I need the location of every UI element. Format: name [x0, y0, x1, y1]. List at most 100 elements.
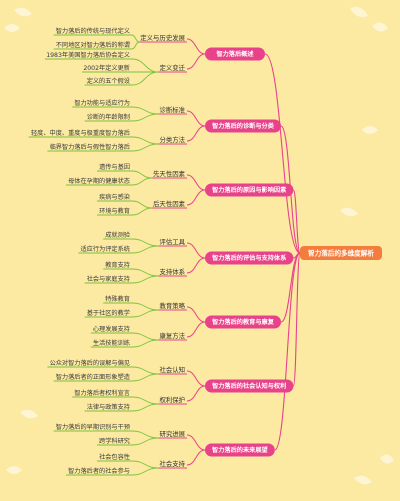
branch-pill: [205, 47, 265, 61]
branch-connector: [186, 306, 206, 323]
leaf-label[interactable]: 母体在孕期的健康状态: [68, 177, 130, 185]
leaf-connector: [131, 71, 159, 86]
branch-connector: [186, 125, 206, 142]
leaf-label[interactable]: 轻度、中度、重度与极重度智力落后: [31, 129, 130, 137]
connector-lines: [28, 34, 301, 476]
branch-node[interactable]: 智力落后的原因与影响因素: [205, 183, 294, 197]
leaf-connector: [131, 396, 159, 405]
branch-node[interactable]: 智力落后的未来展望: [205, 443, 275, 457]
branch-connector: [186, 449, 206, 466]
subtopic-label[interactable]: 定义变迁: [159, 63, 185, 72]
leaf-label[interactable]: 智力落后者权利宣言: [74, 389, 130, 397]
leaf-connector: [131, 106, 159, 115]
subtopic-label[interactable]: 权利保护: [159, 395, 185, 404]
leaf-label[interactable]: 智力落后者的正面形象塑造: [56, 373, 130, 381]
subtopic-label[interactable]: 诊断标准: [159, 105, 185, 114]
leaf-label[interactable]: 特殊教育: [105, 295, 130, 303]
leaf-decoration: [380, 454, 394, 464]
subtopic-label[interactable]: 定义与历史发展: [140, 33, 185, 42]
leaf-label[interactable]: 遗传与基因: [99, 163, 130, 171]
leaf-label[interactable]: 教育支持: [105, 261, 130, 269]
branch-label: 智力落后的诊断与分类: [211, 122, 275, 130]
leaf-label[interactable]: 诊断的年龄限制: [87, 113, 130, 121]
branch-connector: [186, 321, 206, 338]
branch-node[interactable]: 智力落后的社会认知与权利: [205, 379, 294, 393]
nodes: 智力落后的多维度解析 智力落后概述 定义与历史发展 智力落后的传统与现代定义不同地区对…: [31, 27, 382, 475]
leaf-connector: [131, 332, 159, 341]
branch-pill: [205, 379, 294, 393]
leaf-label[interactable]: 基于社区的教学: [87, 309, 130, 317]
leaf-label[interactable]: 疾病与感染: [99, 193, 130, 201]
leaf-label[interactable]: 1983年美国智力落后协会定义: [46, 51, 130, 59]
leaf-label[interactable]: 智力落后者的社会参与: [68, 467, 130, 475]
leaf-connector: [131, 430, 159, 439]
subtopic-label[interactable]: 康复方法: [159, 331, 185, 340]
subtopic-label[interactable]: 评估工具: [159, 237, 185, 246]
leaf-label[interactable]: 环境与教育: [99, 207, 130, 215]
leaf-decoration: [20, 409, 38, 419]
branch-node[interactable]: 智力落后的评估与支持体系: [205, 251, 294, 265]
subtopic-label[interactable]: 分类方法: [159, 135, 185, 144]
subtopic-label[interactable]: 教育策略: [159, 301, 185, 310]
root-node-box: [300, 246, 382, 260]
leaf-connector: [131, 238, 159, 247]
root-connector: [292, 189, 301, 254]
branch-label: 智力落后的评估与支持体系: [211, 254, 286, 262]
branch-connector: [186, 370, 206, 387]
branch-node[interactable]: 智力落后概述: [205, 47, 265, 61]
leaf-connector: [131, 460, 159, 469]
branch-pill: [205, 315, 281, 329]
branch-connector: [186, 189, 206, 206]
leaf-connector: [131, 403, 159, 412]
subtopic-label[interactable]: 支持体系: [159, 267, 185, 276]
leaf-connector: [131, 366, 159, 375]
leaf-label[interactable]: 2002年定义更新: [83, 64, 130, 72]
leaf-decoration: [362, 126, 378, 134]
leaf-connector: [131, 200, 153, 209]
leaf-label[interactable]: 适应行为评定系统: [81, 245, 131, 253]
branch-connector: [186, 257, 206, 274]
branch-label: 智力落后的原因与影响因素: [211, 186, 287, 194]
subtopic-label[interactable]: 社会认知: [159, 365, 185, 374]
root-connector: [292, 252, 301, 387]
branch-connector: [186, 110, 206, 127]
leaf-label[interactable]: 智力落后的早期识别与干预: [56, 423, 130, 431]
leaf-connector: [131, 170, 153, 179]
leaf-connector: [131, 34, 140, 43]
subtopic-label[interactable]: 后天性因素: [153, 199, 186, 208]
branch-label: 智力落后的社会认知与权利: [211, 382, 286, 390]
leaf-label[interactable]: 不同地区对智力落后的称谓: [56, 41, 130, 49]
leaf-label[interactable]: 社会包容性: [99, 453, 130, 461]
leaf-connector: [131, 113, 159, 122]
leaf-connector: [131, 467, 159, 476]
leaf-label[interactable]: 定义的五个假设: [87, 77, 130, 85]
subtopic-label[interactable]: 研究进展: [159, 429, 185, 438]
leaf-label[interactable]: 心理发展支持: [93, 325, 130, 333]
leaf-connector: [131, 339, 159, 348]
leaf-label[interactable]: 智力落后的传统与现代定义: [56, 27, 130, 35]
root-node[interactable]: 智力落后的多维度解析: [300, 246, 382, 260]
leaf-label[interactable]: 社会与家庭支持: [87, 275, 130, 283]
leaf-connector: [131, 268, 159, 277]
leaf-label[interactable]: 公众对智力落后的误解与偏见: [50, 359, 130, 367]
leaf-connector: [131, 207, 153, 216]
leaf-label[interactable]: 法律与政策支持: [87, 403, 130, 411]
branch-connector: [186, 242, 206, 259]
leaf-label[interactable]: 成就测验: [105, 231, 131, 239]
branch-label: 智力落后概述: [215, 50, 254, 58]
branch-connector: [186, 38, 206, 55]
leaf-connector: [131, 437, 159, 446]
branch-node[interactable]: 智力落后的诊断与分类: [205, 119, 281, 133]
branch-node[interactable]: 智力落后的教育与康复: [205, 315, 281, 329]
branch-pill: [205, 443, 275, 457]
leaf-label[interactable]: 跨学科研究: [99, 437, 130, 445]
subtopic-label[interactable]: 先天性因素: [153, 169, 186, 178]
leaf-connector: [131, 275, 159, 284]
leaf-label[interactable]: 智力功能与适应行为: [74, 99, 130, 107]
leaf-label[interactable]: 生活技能训练: [93, 339, 130, 347]
subtopic-label[interactable]: 社会支持: [159, 459, 185, 468]
leaf-label[interactable]: 临界智力落后与假性智力落后: [50, 143, 130, 151]
branch-connector: [186, 385, 206, 402]
branch-pill: [205, 251, 294, 265]
